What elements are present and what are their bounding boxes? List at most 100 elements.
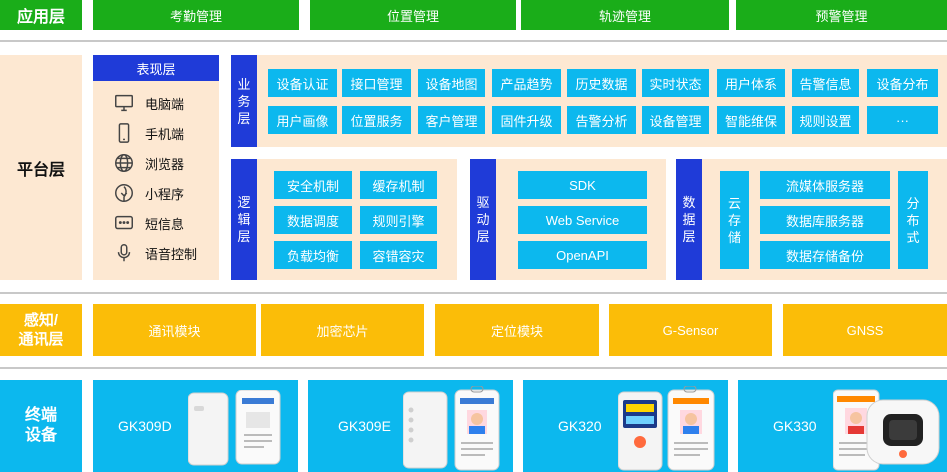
presentation-item-label: 手机端: [145, 126, 185, 142]
driver-title-char: 动: [476, 212, 490, 227]
presentation-item-label: 语音控制: [145, 246, 198, 262]
business-item: 接口管理: [342, 69, 411, 97]
logic-item-fault-tolerance: 容错容灾: [360, 241, 437, 269]
device-card-gk320: GK320: [523, 380, 728, 472]
app-item-attendance: 考勤管理: [93, 0, 299, 30]
mini-program-icon: [115, 184, 133, 202]
device-image-gk309d: [188, 390, 281, 466]
device-image-gk320: [618, 386, 715, 471]
business-item: 产品趋势: [492, 69, 561, 97]
cloud-char: 云: [727, 195, 741, 211]
business-item: 告警信息: [792, 69, 859, 97]
presentation-item-sms: 短信息: [113, 208, 219, 238]
business-item: 设备管理: [642, 106, 709, 134]
sensing-item-crypto-chip: 加密芯片: [261, 304, 424, 356]
data-title-char: 数: [682, 195, 696, 210]
sensing-item-gnss: GNSS: [783, 304, 947, 356]
cloud-char: 储: [727, 229, 741, 245]
sensing-item-positioning: 定位模块: [435, 304, 599, 356]
device-card-gk309d: GK309D: [93, 380, 298, 472]
platform-layer-label: 平台层: [0, 55, 82, 280]
presentation-item-mini-program: 小程序: [113, 178, 219, 208]
logic-title-char: 逻: [237, 195, 251, 210]
business-item: 位置服务: [342, 106, 411, 134]
business-item: 客户管理: [418, 106, 485, 134]
distributed-char: 式: [906, 229, 920, 245]
device-card-gk330: GK330: [738, 380, 947, 472]
business-item: 实时状态: [642, 69, 709, 97]
logic-title-char: 层: [237, 229, 251, 244]
presentation-list: 电脑端 手机端 浏览器 小程序 短信息 语音控制: [93, 81, 219, 268]
presentation-item-label: 电脑端: [145, 96, 185, 112]
business-item: 固件升级: [492, 106, 561, 134]
business-item: 设备地图: [418, 69, 485, 97]
business-item: ···: [867, 106, 938, 134]
logic-item-load-balance: 负载均衡: [274, 241, 352, 269]
separator-1: [0, 40, 947, 42]
presentation-layer-title: 表现层: [93, 55, 219, 81]
sensing-item-gsensor: G-Sensor: [609, 304, 772, 356]
cloud-char: 存: [727, 212, 741, 228]
device-card-gk309e: GK309E: [308, 380, 513, 472]
app-item-warning: 预警管理: [736, 0, 947, 30]
business-item: 设备认证: [268, 69, 337, 97]
device-model-label: GK320: [558, 418, 602, 434]
presentation-item-pc: 电脑端: [113, 88, 219, 118]
terminal-label-line: 终端: [24, 407, 57, 424]
phone-icon: [118, 123, 130, 143]
presentation-item-mobile: 手机端: [113, 118, 219, 148]
presentation-item-label: 小程序: [145, 186, 185, 202]
message-icon: [115, 215, 133, 230]
driver-item-sdk: SDK: [518, 171, 647, 199]
data-layer-title: 数 据 层: [676, 159, 702, 280]
logic-item-cache: 缓存机制: [360, 171, 437, 199]
app-item-location: 位置管理: [310, 0, 516, 30]
driver-item-web-service: Web Service: [518, 206, 647, 234]
business-layer-title: 业 务 层: [231, 55, 257, 147]
business-title-char: 业: [237, 76, 251, 92]
presentation-item-label: 短信息: [145, 216, 185, 232]
distributed-char: 布: [906, 212, 920, 228]
logic-layer-title: 逻 辑 层: [231, 159, 257, 280]
device-model-label: GK309D: [118, 418, 172, 434]
app-item-track: 轨迹管理: [521, 0, 729, 30]
device-image-gk309e: [403, 386, 500, 471]
data-cloud-storage: 云 存 储: [720, 171, 749, 269]
monitor-icon: [115, 94, 133, 112]
logic-title-char: 辑: [237, 212, 251, 227]
app-layer-label: 应用层: [0, 0, 82, 30]
data-title-char: 层: [682, 229, 696, 244]
globe-icon: [115, 154, 133, 172]
business-item: 智能维保: [717, 106, 785, 134]
business-item: 历史数据: [567, 69, 636, 97]
logic-item-rule-engine: 规则引擎: [360, 206, 437, 234]
distributed-char: 分: [906, 195, 920, 211]
business-item: 设备分布: [867, 69, 938, 97]
device-image-gk330: [833, 389, 940, 471]
separator-2: [0, 292, 947, 294]
data-item-streaming: 流媒体服务器: [760, 171, 890, 199]
driver-title-char: 驱: [476, 195, 490, 210]
business-title-char: 务: [237, 93, 251, 109]
business-item: 用户体系: [717, 69, 785, 97]
driver-layer-title: 驱 动 层: [470, 159, 496, 280]
device-model-label: GK309E: [338, 418, 391, 434]
terminal-label-line: 设备: [24, 427, 57, 444]
logic-item-security: 安全机制: [274, 171, 352, 199]
logic-item-scheduling: 数据调度: [274, 206, 352, 234]
data-item-database: 数据库服务器: [760, 206, 890, 234]
business-item: 用户画像: [268, 106, 337, 134]
data-distributed: 分 布 式: [898, 171, 928, 269]
presentation-layer: 表现层 电脑端 手机端 浏览器 小程序 短信息 语音控制: [93, 55, 219, 280]
sensing-item-comm-module: 通讯模块: [93, 304, 256, 356]
driver-item-openapi: OpenAPI: [518, 241, 647, 269]
presentation-item-label: 浏览器: [145, 156, 185, 172]
microphone-icon: [117, 244, 131, 262]
business-item: 告警分析: [567, 106, 636, 134]
presentation-item-browser: 浏览器: [113, 148, 219, 178]
terminal-layer-label: 终端 设备: [0, 380, 82, 472]
sensing-layer-label: 感知/ 通讯层: [0, 304, 82, 356]
business-title-char: 层: [237, 110, 251, 126]
presentation-item-voice: 语音控制: [113, 238, 219, 268]
driver-title-char: 层: [476, 229, 490, 244]
